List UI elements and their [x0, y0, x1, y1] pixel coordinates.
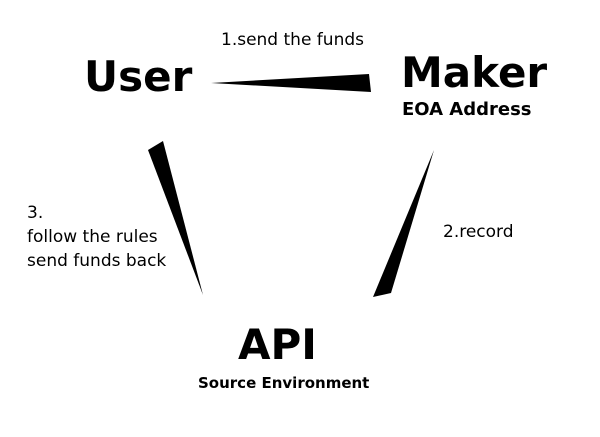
- maker-node-subtitle: EOA Address: [402, 99, 532, 120]
- user-node-title: User: [84, 52, 193, 101]
- arrow-record: [373, 150, 434, 297]
- arrow-send-funds-back: [148, 141, 203, 295]
- api-node-subtitle: Source Environment: [198, 374, 370, 392]
- follow-rules-label-line: send funds back: [27, 251, 167, 271]
- follow-rules-label-line: follow the rules: [27, 227, 158, 247]
- api-node-title: API: [238, 320, 317, 369]
- follow-rules-label: 3. follow the rules send funds back: [27, 201, 166, 273]
- maker-node-title: Maker: [401, 48, 548, 97]
- record-label: 2.record: [443, 222, 514, 242]
- follow-rules-label-line: 3.: [27, 203, 44, 223]
- send-funds-label: 1.send the funds: [221, 30, 364, 50]
- arrow-send-funds: [211, 74, 371, 92]
